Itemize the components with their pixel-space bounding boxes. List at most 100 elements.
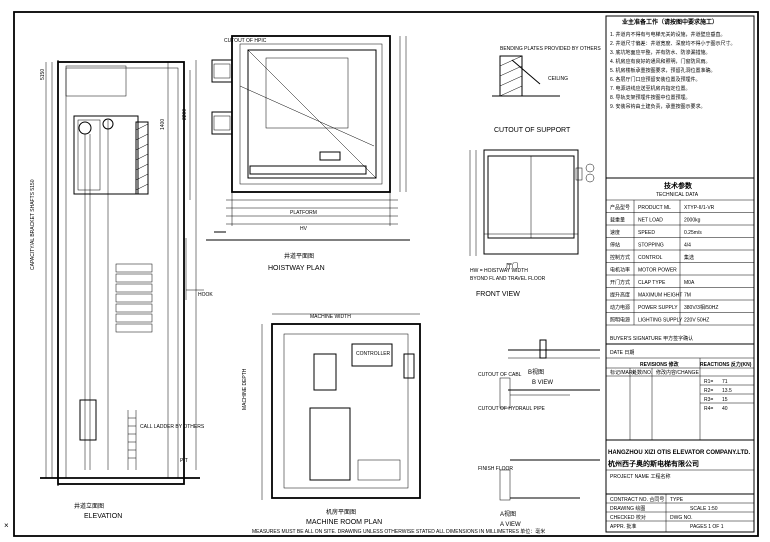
svg-text:CONTRACT NO. 合同号: CONTRACT NO. 合同号 [610, 496, 664, 503]
company-name-cn: 杭州西子奥的斯电梯有限公司 [608, 459, 699, 468]
tech-row-cn: 控制方式 [610, 254, 630, 261]
svg-text:PAGES 1 OF 1: PAGES 1 OF 1 [690, 524, 724, 530]
tech-row-en: MAXIMUM HEIGHT [638, 293, 682, 299]
tech-row-cn: 照明电源 [610, 317, 630, 324]
reaction-value: 40 [722, 406, 728, 412]
capacity-label: CAPACITY/AL BRACKET SHAFTS 5150 [30, 179, 36, 270]
svg-text:5150: 5150 [40, 69, 46, 80]
note-line: 9. 安装吊钩由土建负责，承重按图示要求。 [610, 103, 706, 110]
svg-text:CHECKED 校对: CHECKED 校对 [610, 514, 646, 521]
hoist-box [313, 353, 337, 391]
tech-row-cn: 动力电源 [610, 304, 630, 311]
svg-text:CUTOUT OF HPIC: CUTOUT OF HPIC [224, 38, 267, 44]
hoistway-title: HOISTWAY PLAN [268, 265, 325, 272]
svg-text:REACTIONS 反力(KN): REACTIONS 反力(KN) [700, 361, 752, 368]
controller-box [351, 343, 393, 367]
svg-text:SCALE 1:50: SCALE 1:50 [690, 506, 718, 512]
tech-row-value: 4/4 [684, 243, 691, 249]
svg-text:PLATFORM: PLATFORM [290, 210, 317, 216]
svg-text:DATE 日期: DATE 日期 [610, 350, 634, 356]
pit-ladder [127, 410, 137, 470]
tech-row-en: POWER SUPPLY [638, 305, 678, 311]
svg-text:CUTOUT OF HYDRAUL PIPE: CUTOUT OF HYDRAUL PIPE [478, 406, 546, 412]
svg-text:机房平面图: 机房平面图 [326, 508, 356, 516]
tech-row-cn: 提升高度 [610, 292, 630, 299]
svg-text:HOOK: HOOK [198, 292, 213, 298]
svg-text:FINISH FLOOR: FINISH FLOOR [478, 466, 513, 472]
svg-text:处数/NO.: 处数/NO. [632, 369, 652, 376]
notes-title: 业主准备工作（请按图中要求施工） [622, 18, 718, 26]
corner-mark: × [4, 521, 9, 530]
reaction-key: R4= [704, 406, 713, 412]
reaction-value: 13.5 [722, 388, 732, 394]
svg-text:2200: 2200 [182, 109, 188, 120]
svg-text:B VIEW: B VIEW [532, 380, 553, 386]
staircase [115, 263, 153, 333]
note-line: 1. 井道内不得有与电梯无关的设施，井道壁应垂直。 [610, 31, 726, 38]
front-view: HW = HOISTWAY WIDTH BYOND FL AND TRAVEL … [469, 149, 595, 298]
tech-row-cn: 开门方式 [610, 279, 630, 286]
svg-text:REVISIONS 修改: REVISIONS 修改 [640, 361, 680, 368]
note-line: 3. 底坑地面应平整，并有防水、防渗漏措施。 [610, 49, 711, 56]
hoistway-plan: CUTOUT OF HPIC PLATFORM HV 井道平面图 HOISTWA… [185, 35, 410, 300]
svg-text:BYOND FL AND TRAVEL FLOOR: BYOND FL AND TRAVEL FLOOR [470, 276, 546, 282]
tech-row-value: 7M [684, 293, 691, 299]
elevation-view: CAPACITY/AL BRACKET SHAFTS 5150 5150 140… [30, 60, 205, 520]
svg-text:A视图: A视图 [500, 510, 516, 518]
footer-note: MEASURES MUST BE ALL ON SITE. DRAWING UN… [252, 528, 545, 535]
tech-row-en: CLAP TYPE [638, 280, 666, 286]
machine-room-plan: MACHINE WIDTH MACHINE DEPTH CONTROLLER 机… [242, 313, 421, 526]
reaction-key: R2= [704, 388, 713, 394]
svg-text:B视图: B视图 [528, 368, 544, 376]
tech-row-value: 2000kg [684, 218, 701, 224]
svg-text:BENDING PLATES PROVIDED BY OTH: BENDING PLATES PROVIDED BY OTHERS [500, 46, 601, 52]
svg-text:TECHNICAL DATA: TECHNICAL DATA [656, 192, 699, 198]
reaction-key: R1= [704, 379, 713, 385]
svg-text:CONTROLLER: CONTROLLER [356, 351, 391, 357]
right-panel: 业主准备工作（请按图中要求施工） 1. 井道内不得有与电梯无关的设施，井道壁应垂… [605, 15, 755, 533]
note-line: 4. 机房应有良好的通风和照明，门窗防风雨。 [610, 58, 711, 65]
machine-room-title: MACHINE ROOM PLAN [306, 519, 382, 526]
tech-row-value: 0.25m/s [684, 230, 702, 236]
tech-row-cn: 载重量 [610, 217, 625, 224]
elevation-title: ELEVATION [84, 513, 122, 520]
svg-text:MACHINE WIDTH: MACHINE WIDTH [310, 314, 351, 320]
svg-text:CUTOUT OF CABL: CUTOUT OF CABL [478, 372, 522, 378]
svg-text:PIT: PIT [180, 458, 188, 464]
svg-text:PROJECT NAME 工程名称: PROJECT NAME 工程名称 [610, 473, 670, 480]
reaction-value: 15 [722, 397, 728, 403]
note-line: 8. 导轨支架预埋件按图中位置预埋。 [610, 94, 691, 101]
tech-row-cn: 电机功率 [610, 267, 630, 274]
company-name-en: HANGZHOU XIZI OTIS ELEVATOR COMPANY.LTD. [608, 450, 750, 456]
car-outline [73, 115, 139, 195]
elevation-cn-label: 井道立面图 [74, 502, 104, 510]
svg-text:HW = HOISTWAY WIDTH: HW = HOISTWAY WIDTH [470, 268, 528, 274]
svg-text:厅门: 厅门 [506, 262, 518, 270]
tech-row-en: CONTROL [638, 255, 663, 261]
svg-text:MACHINE DEPTH: MACHINE DEPTH [242, 368, 248, 410]
svg-text:A VIEW: A VIEW [500, 522, 521, 528]
note-line: 5. 机房楼板承重按图要求，预留孔洞位置准确。 [610, 67, 716, 74]
svg-text:HV: HV [300, 226, 308, 232]
note-line: 2. 井道尺寸偏差：井道宽度、深度均不得小于图示尺寸。 [610, 40, 736, 47]
tech-row-en: STOPPING [638, 243, 664, 249]
tech-row-value: 220V 50HZ [684, 318, 709, 324]
tech-row-en: LIGHTING SUPPLY [638, 318, 683, 324]
reaction-key: R3= [704, 397, 713, 403]
tech-row-cn: 速度 [610, 229, 620, 236]
a-b-views: CUTOUT OF CABL CUTOUT OF HYDRAUL PIPE FI… [478, 339, 600, 528]
hoistway-cn-label: 井道平面图 [284, 252, 314, 260]
tech-row-value: 380V/3相/50HZ [684, 304, 718, 311]
tech-row-cn: 停站 [610, 242, 620, 249]
tech-row-value: XTYP-II/1-VR [684, 205, 715, 211]
front-view-title: FRONT VIEW [476, 291, 520, 298]
cutout-of-support: BENDING PLATES PROVIDED BY OTHERS CEILIN… [492, 46, 601, 134]
sheet-border [13, 11, 759, 537]
tech-row-en: PRODUCT ML [638, 205, 671, 211]
svg-text:DRAWING 绘图: DRAWING 绘图 [610, 505, 645, 512]
svg-text:修改内容/CHANGE: 修改内容/CHANGE [656, 369, 699, 376]
note-line: 6. 各层厅门口应预留安装位置及预埋件。 [610, 76, 701, 83]
svg-text:TYPE: TYPE [670, 497, 684, 503]
